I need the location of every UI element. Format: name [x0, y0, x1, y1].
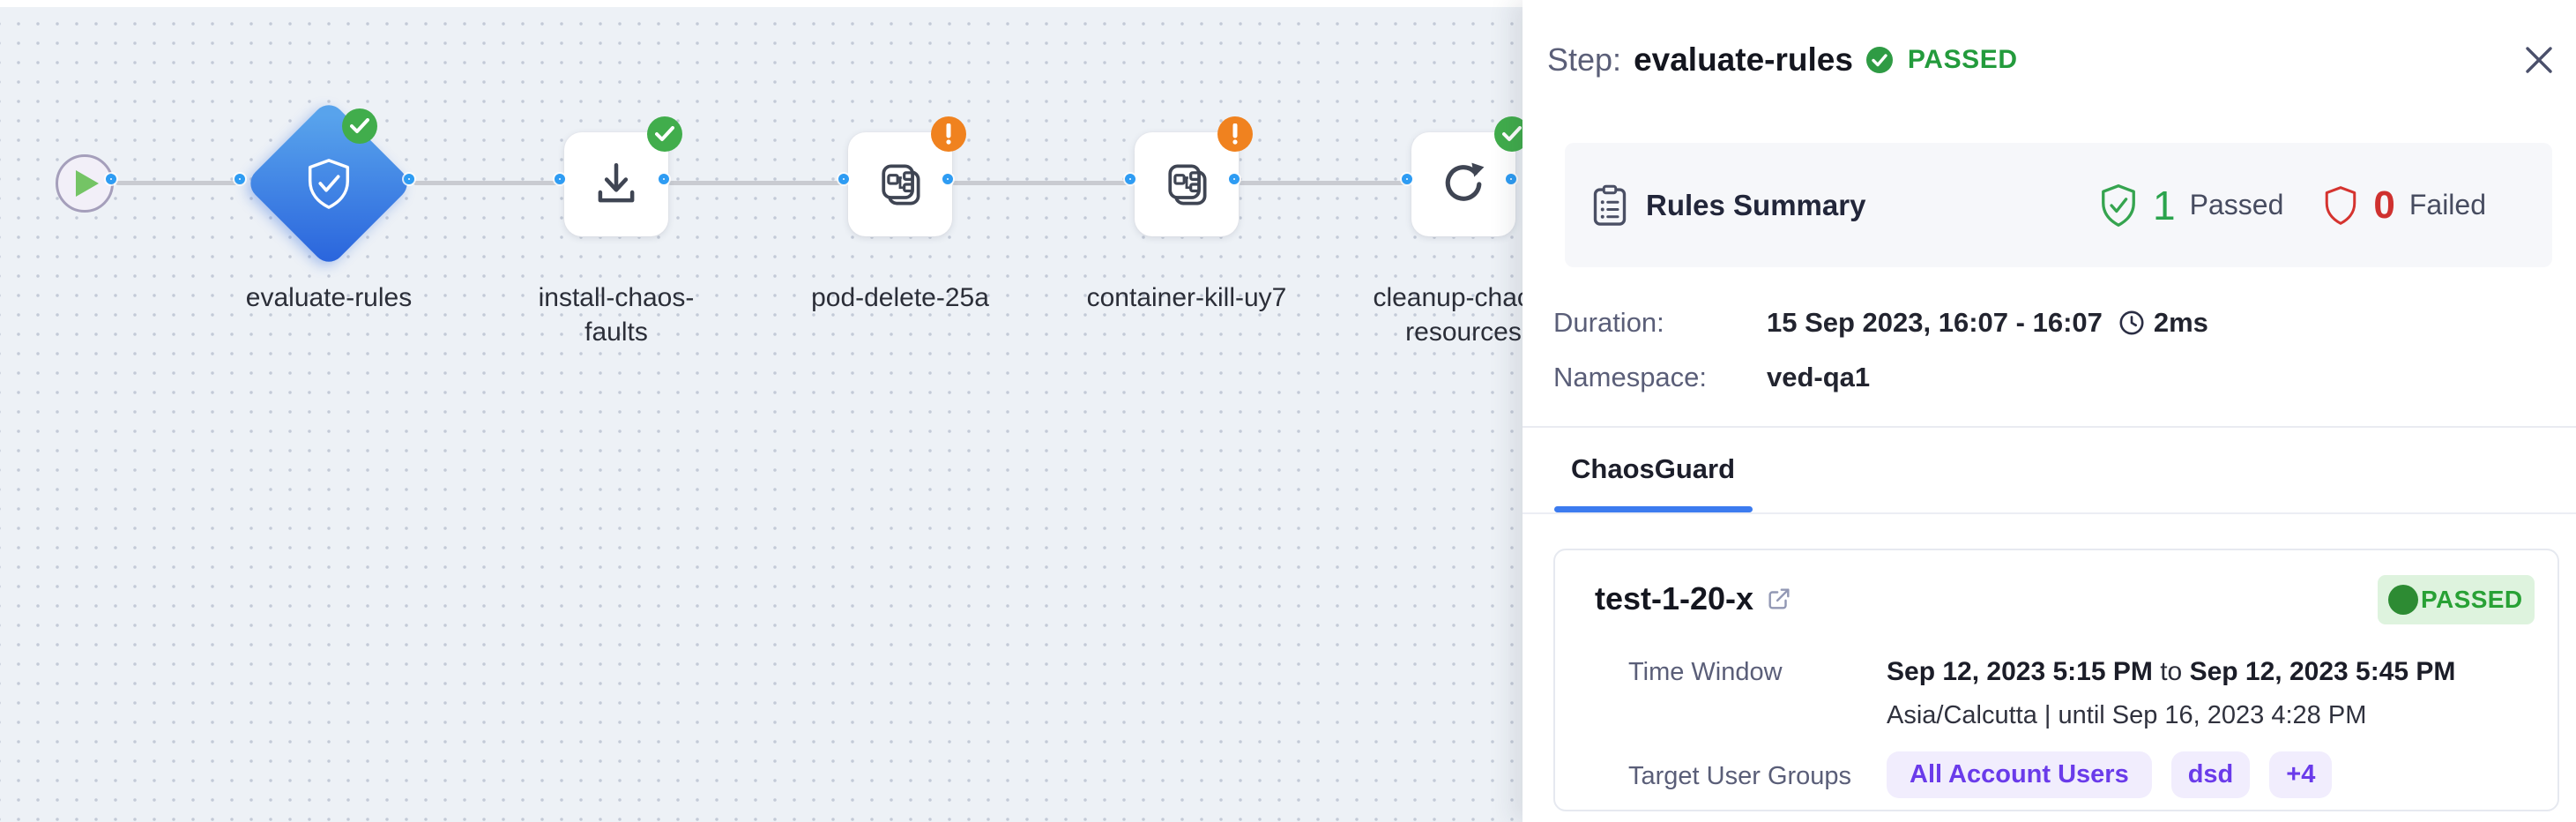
download-icon	[598, 162, 635, 203]
time-window-range: Sep 12, 2023 5:15 PM to Sep 12, 2023 5:4…	[1887, 657, 2455, 687]
namespace-label: Namespace:	[1553, 362, 1708, 392]
condition-title-group: test-1-20-x	[1595, 580, 1792, 617]
port	[1506, 174, 1516, 184]
status-dot-icon	[2388, 585, 2418, 615]
port	[106, 174, 116, 184]
edge-containerkill-cleanup	[1239, 181, 1411, 185]
target-user-groups-label: Target User Groups	[1628, 762, 1852, 790]
time-window-timezone: Asia/Calcutta | until Sep 16, 2023 4:28 …	[1887, 701, 2367, 729]
node-install-chaos-faults[interactable]	[564, 132, 668, 236]
duration-value: 15 Sep 2023, 16:07 - 16:07	[1767, 307, 2103, 338]
edge-install-poddelete	[668, 181, 848, 185]
port	[1229, 174, 1240, 184]
external-link-icon[interactable]	[1766, 586, 1792, 612]
port	[404, 174, 414, 184]
port	[659, 174, 669, 184]
namespace-row: Namespace: ved-qa1	[1523, 360, 2576, 395]
exclamation-icon	[946, 123, 951, 145]
status-badge-passed	[342, 108, 377, 144]
check-icon	[655, 126, 674, 141]
port	[942, 174, 953, 184]
exclamation-icon	[1232, 123, 1238, 145]
duration-row: Duration: 15 Sep 2023, 16:07 - 16:07 2ms	[1523, 305, 2576, 340]
passed-label: Passed	[2189, 189, 2284, 220]
check-icon	[1502, 126, 1522, 141]
rules-summary-title: Rules Summary	[1646, 188, 1866, 221]
edge-poddelete-containerkill	[952, 181, 1135, 185]
node-label: cleanup-chaos-resources	[1373, 283, 1523, 347]
status-badge-passed	[647, 116, 682, 152]
time-window-to: Sep 12, 2023 5:45 PM	[2189, 657, 2456, 686]
section-divider	[1523, 426, 2576, 428]
node-cleanup-chaos-resources[interactable]	[1411, 132, 1515, 236]
shield-passed-icon	[2102, 183, 2135, 227]
group-chip: All Account Users	[1887, 751, 2152, 798]
close-panel-button[interactable]	[2521, 42, 2557, 78]
rules-summary-title-group: Rules Summary	[1591, 143, 1865, 267]
duration-label: Duration:	[1553, 307, 1664, 338]
group-chip-more[interactable]: +4	[2269, 751, 2333, 798]
node-pod-delete-25a[interactable]	[848, 132, 952, 236]
edge-start-evaluate	[115, 181, 244, 185]
play-icon	[75, 170, 99, 197]
node-label: install-chaos-faults	[538, 283, 695, 347]
failed-count: 0	[2373, 183, 2395, 227]
check-circle-icon	[1865, 47, 1893, 73]
failed-label: Failed	[2408, 189, 2486, 220]
status-badge-passed	[1494, 116, 1523, 152]
rules-summary-box: Rules Summary 1 Passed 0 Failed	[1565, 143, 2552, 267]
tabbar-divider	[1523, 512, 2576, 514]
node-label: pod-delete-25a	[811, 283, 989, 312]
passed-count: 1	[2153, 182, 2176, 228]
step-prefix-label: Step:	[1547, 41, 1622, 78]
namespace-value: ved-qa1	[1767, 362, 1871, 392]
duration-value-group: 15 Sep 2023, 16:07 - 16:07 2ms	[1767, 307, 2208, 339]
node-label: evaluate-rules	[245, 283, 413, 312]
time-window-label: Time Window	[1628, 658, 1783, 686]
chaosguard-condition-card: test-1-20-x PASSED Time Window Sep 12, 2…	[1553, 549, 2559, 811]
port	[555, 174, 565, 184]
clipboard-icon	[1593, 184, 1627, 226]
active-tab-indicator	[1554, 506, 1753, 512]
duration-elapsed: 2ms	[2153, 307, 2208, 338]
time-window-join: to	[2152, 657, 2190, 686]
node-label: container-kill-uy7	[1086, 283, 1287, 312]
condition-status-text: PASSED	[2421, 586, 2523, 613]
tab-chaosguard[interactable]: ChaosGuard	[1571, 453, 1736, 484]
node-evaluate-rules[interactable]	[243, 98, 414, 269]
refresh-icon	[1445, 162, 1485, 201]
condition-name: test-1-20-x	[1595, 580, 1754, 616]
rules-summary-counts: 1 Passed 0 Failed	[2098, 143, 2486, 267]
status-badge-warning	[931, 116, 966, 152]
port	[235, 174, 245, 184]
condition-status-pill: PASSED	[2378, 575, 2535, 624]
port	[838, 174, 849, 184]
panel-header: Step: evaluate-rules PASSED	[1547, 41, 2018, 79]
step-status-badge: PASSED	[1907, 45, 2018, 74]
step-details-panel: Step: evaluate-rules PASSED	[1523, 0, 2576, 822]
step-name: evaluate-rules	[1634, 41, 1853, 78]
check-icon	[350, 118, 369, 133]
shield-check-icon	[308, 159, 350, 209]
group-chip: dsd	[2170, 751, 2251, 798]
port	[1402, 174, 1412, 184]
clock-icon	[2119, 310, 2144, 335]
node-container-kill-uy7[interactable]	[1135, 132, 1239, 236]
chaos-fault-icon	[882, 164, 920, 206]
target-user-groups-chips: All Account Users dsd +4	[1887, 751, 2333, 798]
port	[1125, 174, 1135, 184]
close-icon	[2526, 47, 2552, 73]
chaos-fault-icon	[1168, 164, 1207, 206]
edge-evaluate-install	[413, 181, 564, 185]
start-node	[56, 154, 114, 213]
status-badge-warning	[1217, 116, 1253, 152]
shield-failed-icon	[2326, 185, 2356, 225]
canvas-top-strip	[0, 0, 1523, 7]
time-window-from: Sep 12, 2023 5:15 PM	[1887, 657, 2153, 686]
workflow-canvas[interactable]: evaluate-rules install-chaos-faults	[0, 0, 1523, 822]
